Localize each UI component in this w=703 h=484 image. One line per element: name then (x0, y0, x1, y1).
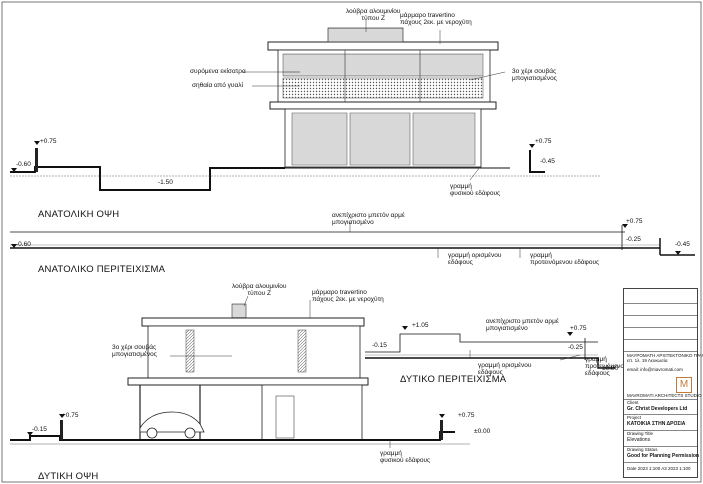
level-markers (11, 141, 681, 436)
west-fence-ground-dug-label: γραμμή ορισμένου εδάφους (478, 362, 532, 376)
title-block: ΜΑΥΡΟΜΑΤΗ ΑΡΧΙΤΕΚΤΟΝΙΚΟ ΓΡΑΦΕΙΟ επ. 1λ. … (623, 288, 703, 478)
west-level-l2: -0.15 (32, 426, 47, 433)
west-fence-level-e: ±0.00 (602, 365, 619, 372)
east-fence-ground-proposed-label: γραμμή προτεινόμενου εδάφους (530, 252, 600, 266)
east-fence-title: ΑΝΑΤΟΛΙΚΟ ΠΕΡΙΤΕΙΧΙΣΜΑ (38, 264, 166, 275)
west-elevation (10, 295, 470, 448)
tb-architect: ΜΑΥΡΟΜΑΤΗ ΑΡΧΙΤΕΚΤΟΝΙΚΟ ΓΡΑΦΕΙΟ επ. 1λ. … (627, 353, 703, 363)
west-fence-level-d: -0.25 (568, 344, 583, 351)
west-louvre (231, 303, 247, 319)
west-mid-slab (127, 377, 369, 386)
east-glass-label: σηθαία από γυαλί (192, 82, 243, 89)
west-brick-label: 3ο χέρι σουβάς μπογιατισμένος (112, 344, 157, 358)
west-level-r1: +0.75 (458, 412, 475, 419)
west-door (275, 395, 295, 439)
tb-status: Good for Planning Permission (627, 453, 699, 459)
east-level-right2: -0.45 (540, 158, 555, 165)
east-ground-line (10, 166, 285, 191)
east-brick-label: 3ο χέρι σουβάς μπογιατισμένος (512, 68, 557, 82)
west-ground-label: γραμμή φυσικού εδάφους (380, 450, 431, 464)
west-fence-level-b: -0.15 (372, 342, 387, 349)
tb-studio: MAVROMATI ARCHITECTS STUDIO (627, 393, 702, 398)
east-fence-level-r1: +0.75 (626, 218, 643, 225)
tb-drawing: Elevations (627, 437, 651, 443)
upper-railing (282, 77, 484, 99)
west-elevation-title: ΔΥΤΙΚΗ ΟΨΗ (38, 471, 99, 482)
west-fence-level-c: +0.75 (570, 325, 587, 332)
roof-slab (267, 41, 499, 51)
west-fence (365, 333, 615, 369)
west-level-l1: +0.75 (62, 412, 79, 419)
west-fence-ground (365, 357, 615, 369)
west-fence-title: ΔΥΤΙΚΟ ΠΕΡΙΤΕΙΧΙΣΜΑ (400, 374, 507, 385)
east-fence-level-r3: -0.45 (675, 241, 690, 248)
east-level-mid: -1.50 (158, 179, 173, 186)
east-fence-level-r2: -0.25 (626, 236, 641, 243)
west-fence-level-a: +1.05 (412, 322, 429, 329)
east-fence-concrete-label: ανεπίχριστο μπετόν αρμέ μπογιατισμένο (332, 212, 405, 226)
tb-status-label: Drawing Status (627, 447, 658, 452)
east-elevation (10, 20, 600, 191)
east-louvre-label: λούβρα αλουμινίου τύπου Ζ (346, 8, 401, 22)
west-fence-ground-proposed-label: γραμμή προτεινόμενου εδάφους (585, 356, 628, 377)
east-elevation-title: ΑΝΑΤΟΛΙΚΗ ΟΨΗ (38, 209, 120, 220)
west-ground-line (10, 431, 455, 441)
tb-project: ΚΑΤΟΙΚΙΑ ΣΤΗΝ ΔΡΟΣΙΑ (627, 421, 686, 427)
tb-client: Gr. Christ Developers Ltd (627, 406, 688, 412)
east-fence (10, 222, 695, 258)
car-illustration (139, 411, 205, 439)
tb-drawing-label: Drawing Title (627, 431, 654, 436)
east-fence-ground-dug-label: γραμμή ορισμένου εδάφους (448, 252, 502, 266)
west-marble-label: μάρμαρο travertino πάχους 2εκ. με νεροχύ… (312, 289, 384, 303)
tb-email: email: info@mavromati.com (627, 367, 683, 372)
tb-project-label: Project (627, 415, 642, 420)
roof-louvre (327, 27, 404, 43)
west-louvre-label: λούβρα αλουμινίου τύπου Ζ (232, 283, 287, 297)
east-ground-label: γραμμή φυσικού εδάφους (450, 183, 501, 197)
east-marble-label: μάρμαρο travertino πάχους 2εκ. με νεροχύ… (400, 12, 472, 26)
east-fence-level-left: -0.60 (16, 241, 31, 248)
west-level-r2: ±0.00 (474, 428, 491, 435)
west-upper-floor (147, 325, 361, 379)
tb-client-label: Client (627, 400, 639, 405)
east-railing-label: συρόμενα εκίσατρα (190, 68, 246, 75)
tb-footer: Date 2023 1:100 A3 2023 1:100 (627, 466, 691, 471)
east-level-left2: -0.60 (16, 161, 31, 168)
west-fence-top (365, 333, 598, 353)
mid-slab (269, 101, 497, 110)
west-fence-concrete-label: ανεπίχριστο μπετόν αρμέ μπογιατισμένο (486, 318, 559, 332)
east-level-left: +0.75 (40, 138, 57, 145)
tb-logo: M (676, 377, 692, 393)
west-roof-slab (141, 317, 365, 327)
east-level-right: +0.75 (535, 138, 552, 145)
upper-shutters (282, 53, 484, 77)
